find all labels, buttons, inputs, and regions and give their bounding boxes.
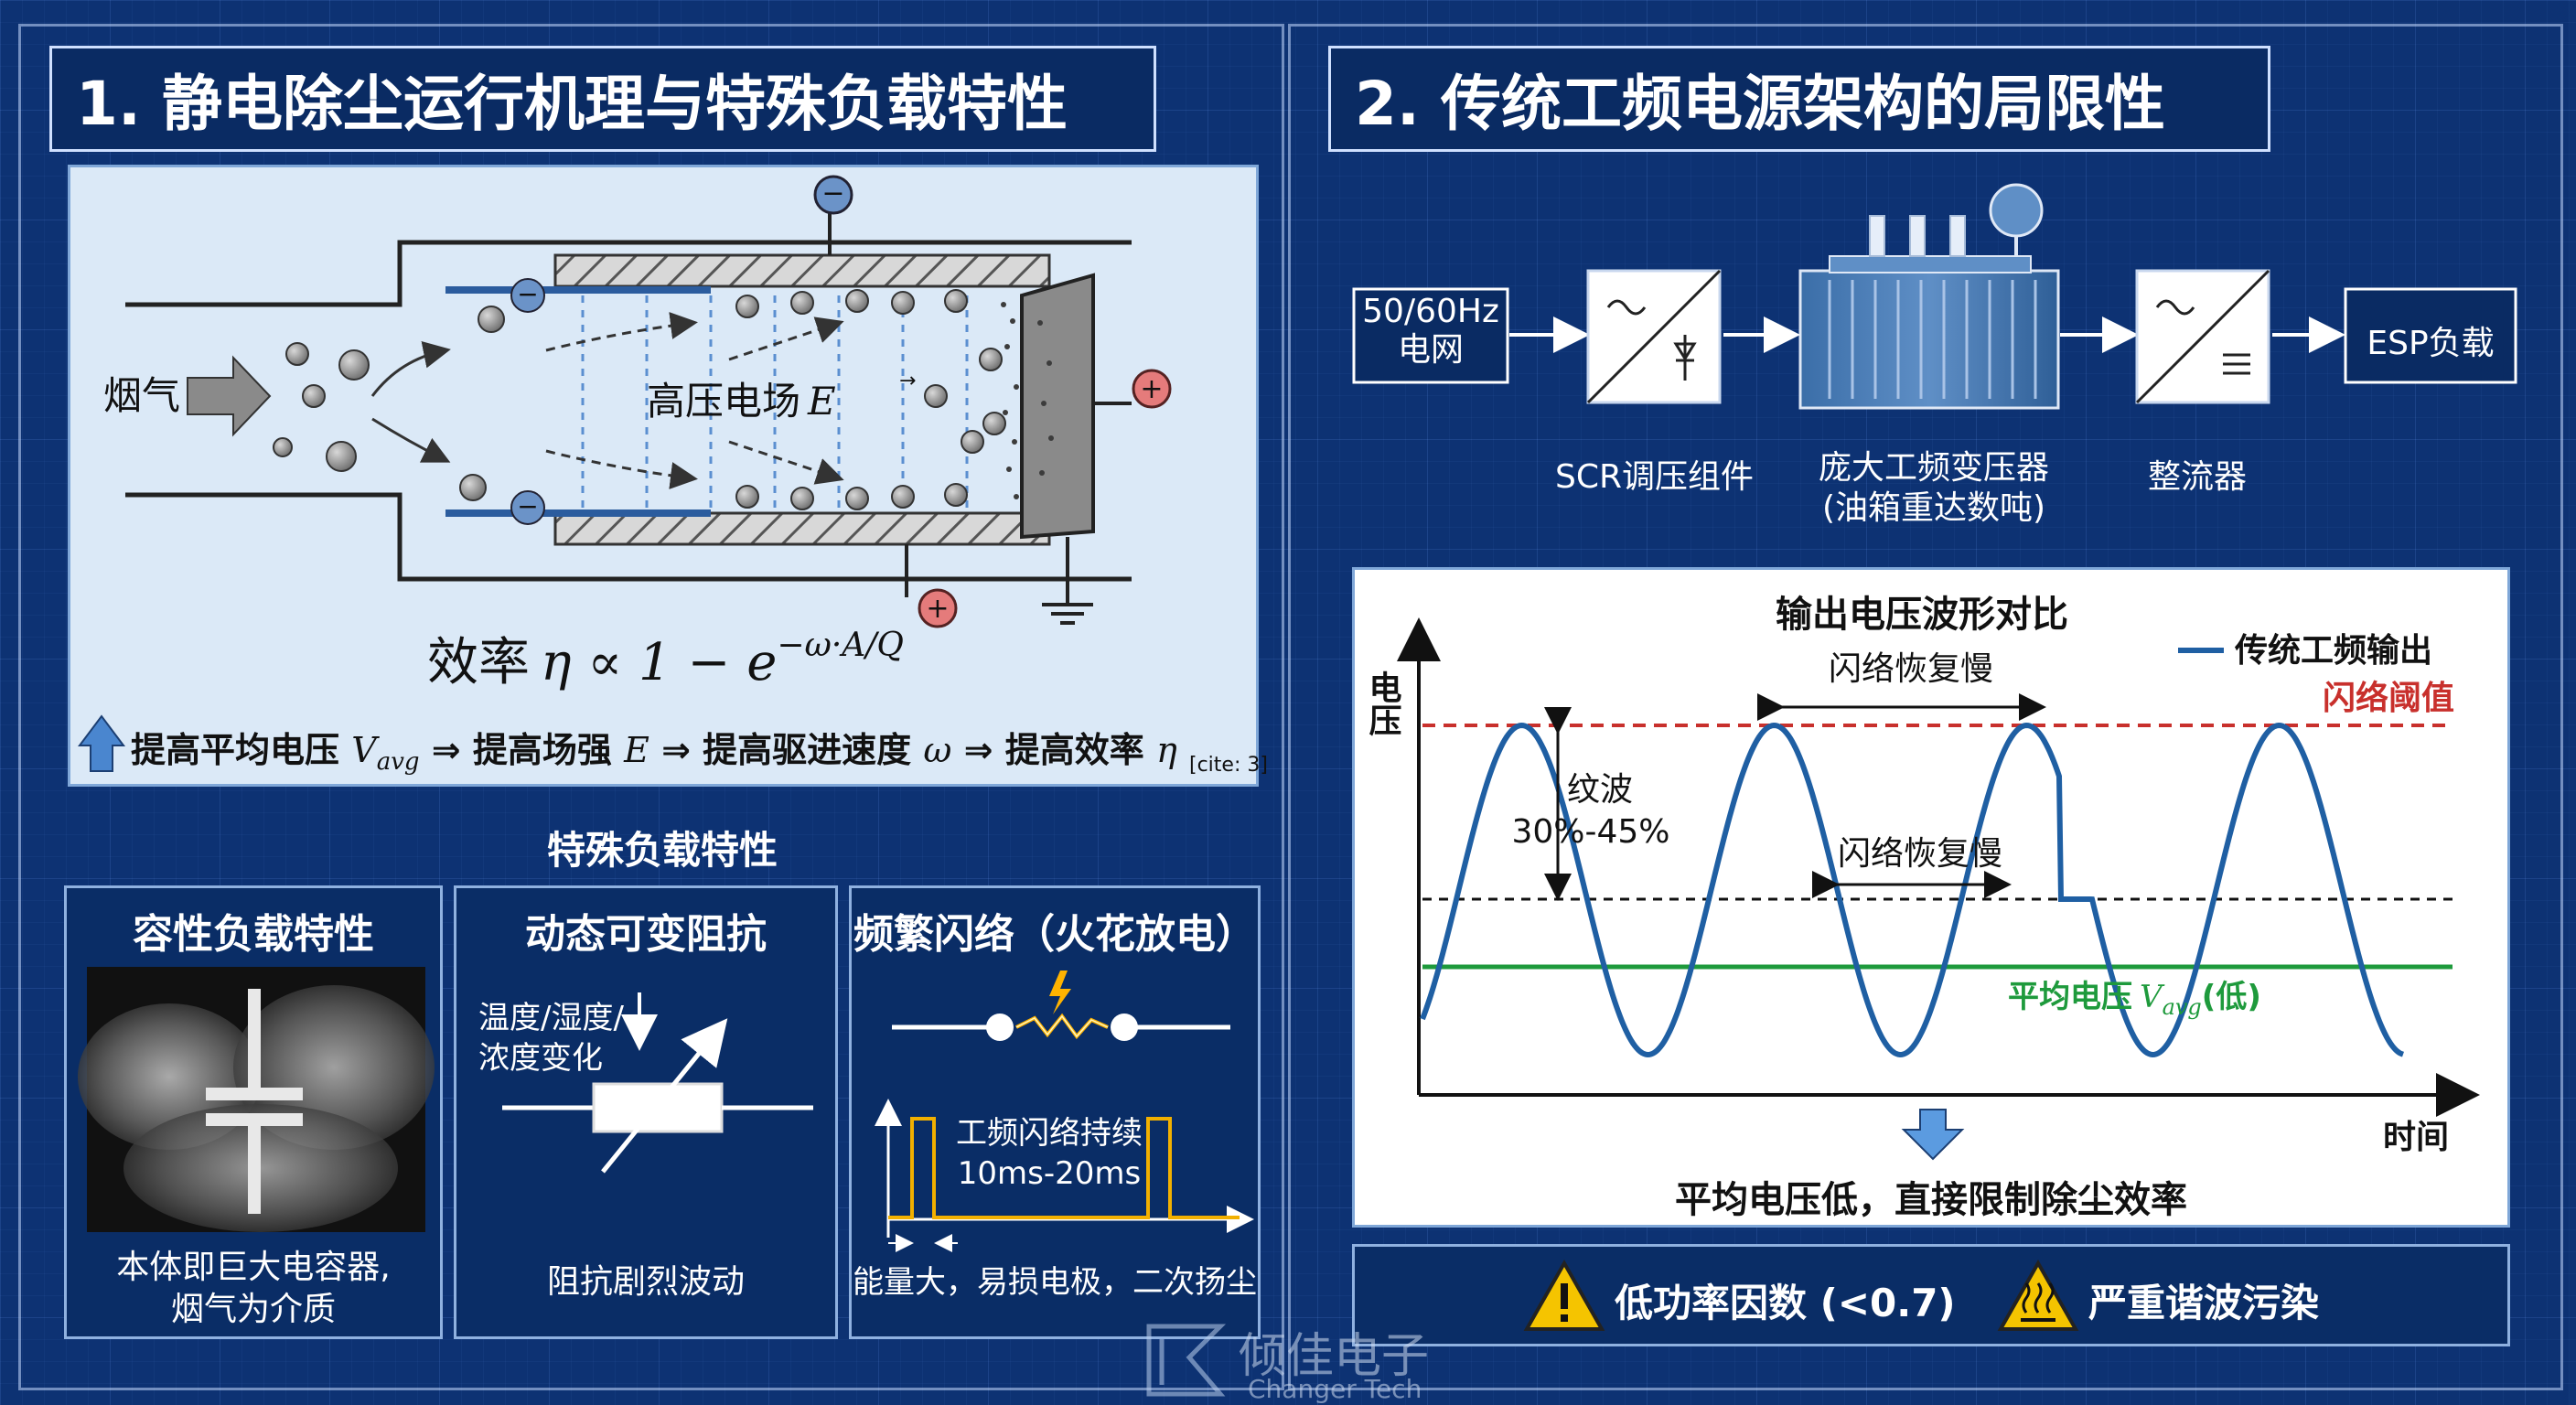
scr-label: SCR调压组件 <box>1555 458 1755 496</box>
svg-text:−: − <box>821 177 844 209</box>
special-load-title: 特殊负载特性 <box>547 828 778 873</box>
svg-text:−: − <box>517 279 538 309</box>
svg-text:→: → <box>899 370 916 392</box>
rectifier-label: 整流器 <box>2148 458 2248 496</box>
x-axis-label: 时间 <box>2383 1119 2449 1156</box>
lightning-icon <box>1049 971 1071 1014</box>
waveform-chart-panel: 输出电压波形对比 电压 时间 闪络阈值 传统工频输出 纹波 30%-45% <box>1352 567 2510 1228</box>
transformer-label: 庞大工频变压器 (油箱重达数吨) <box>1818 449 2049 527</box>
left-frame <box>18 24 1284 1390</box>
variable-conditions-note: 温度/湿度/ 浓度变化 <box>478 1000 624 1077</box>
legend-label: 传统工频输出 <box>2234 632 2432 670</box>
smoke-capacitor-image <box>78 967 435 1232</box>
spark-gap-icon <box>892 971 1230 1041</box>
right-frame <box>1288 24 2563 1390</box>
positive-terminal-bottom <box>918 588 958 628</box>
warning-bar: 低功率因数 (<0.7) 严重谐波污染 <box>1352 1244 2510 1346</box>
scr-block <box>1586 269 1722 404</box>
card-caption: 本体即巨大电容器, 烟气为介质 <box>116 1249 391 1328</box>
low-power-factor-warning: 低功率因数 (<0.7) <box>1615 1281 1956 1325</box>
traditional-output-waveform <box>1420 722 2404 1058</box>
improvement-chain: 提高平均电压 Vavg ⇒ 提高场强 E ⇒ 提高驱进速度 ω ⇒ 提高效率 η… <box>131 730 1268 778</box>
card-variable-impedance: 动态可变阻抗 温度/湿度/ 浓度变化 阻抗剧烈波动 <box>454 885 838 1339</box>
esp-load-label: ESP负载 <box>2367 325 2495 362</box>
power-chain-diagram <box>1352 183 2517 410</box>
svg-text:+: + <box>926 593 949 625</box>
flue-gas-label: 烟气 <box>103 373 180 418</box>
svg-text:−: − <box>517 491 538 521</box>
heat-warning-icon <box>1997 1259 2079 1331</box>
harmonic-pollution-warning: 严重谐波污染 <box>2088 1281 2320 1325</box>
esp-load-box <box>2344 287 2517 384</box>
threshold-label: 闪络阈值 <box>2323 679 2454 717</box>
card-title: 容性负载特性 <box>133 911 374 958</box>
variable-resistor-icon <box>502 992 813 1174</box>
right-section-title: 2. 传统工频电源架构的局限性 <box>1328 46 2270 152</box>
watermark-en: Changer Tech <box>1248 1374 1422 1404</box>
flashover-pulse-plot <box>875 1099 1254 1252</box>
card-title: 频繁闪络（火花放电） <box>853 911 1256 958</box>
card-caption: 能量大，易损电极，二次扬尘 <box>853 1264 1257 1301</box>
warning-triangle-icon <box>1523 1259 1605 1331</box>
card-title: 动态可变阻抗 <box>525 911 767 958</box>
card-frequent-flashover: 频繁闪络（火花放电） 工频闪络持续 10ms-20ms 能量大，易损电极，二次扬… <box>849 885 1261 1339</box>
ripple-label: 纹波 <box>1567 771 1633 809</box>
watermark-logo-icon <box>1146 1324 1227 1397</box>
recovery-label-top: 闪络恢复慢 <box>1829 650 1993 688</box>
card-caption: 阻抗剧烈波动 <box>546 1263 745 1301</box>
svg-text:+: + <box>1140 373 1163 405</box>
card-capacitive-load: 容性负载特性 本体即巨大电容器, 烟气为介质 <box>64 885 443 1339</box>
negative-terminal-top <box>813 175 853 215</box>
chart-conclusion: 平均电压低，直接限制除尘效率 <box>1675 1179 2187 1221</box>
chart-title: 输出电压波形对比 <box>1776 594 2068 636</box>
transformer-icon <box>1798 183 2060 410</box>
grid-label: 50/60Hz 电网 <box>1362 293 1499 369</box>
left-section-title: 1. 静电除尘运行机理与特殊负载特性 <box>49 46 1156 152</box>
flashover-duration-note: 工频闪络持续 10ms-20ms <box>956 1115 1143 1192</box>
watermark-cn: 倾佳电子 <box>1239 1329 1430 1384</box>
y-axis-label: 电压 <box>1364 670 1402 737</box>
positive-terminal-right <box>1132 369 1172 409</box>
rectifier-block <box>2135 269 2270 404</box>
grid-box <box>1352 287 1509 384</box>
recovery-label-mid: 闪络恢复慢 <box>1838 835 2002 873</box>
waveform-chart: 电压 时间 闪络阈值 传统工频输出 纹波 30%-45% 闪络恢复慢 闪络恢复慢 <box>1364 617 2480 1221</box>
ripple-value: 30%-45% <box>1511 813 1669 851</box>
esp-mechanism-panel: − + + <box>68 165 1268 787</box>
down-arrow-icon <box>1901 1109 1965 1161</box>
esp-diagram: − + + <box>78 175 1268 777</box>
